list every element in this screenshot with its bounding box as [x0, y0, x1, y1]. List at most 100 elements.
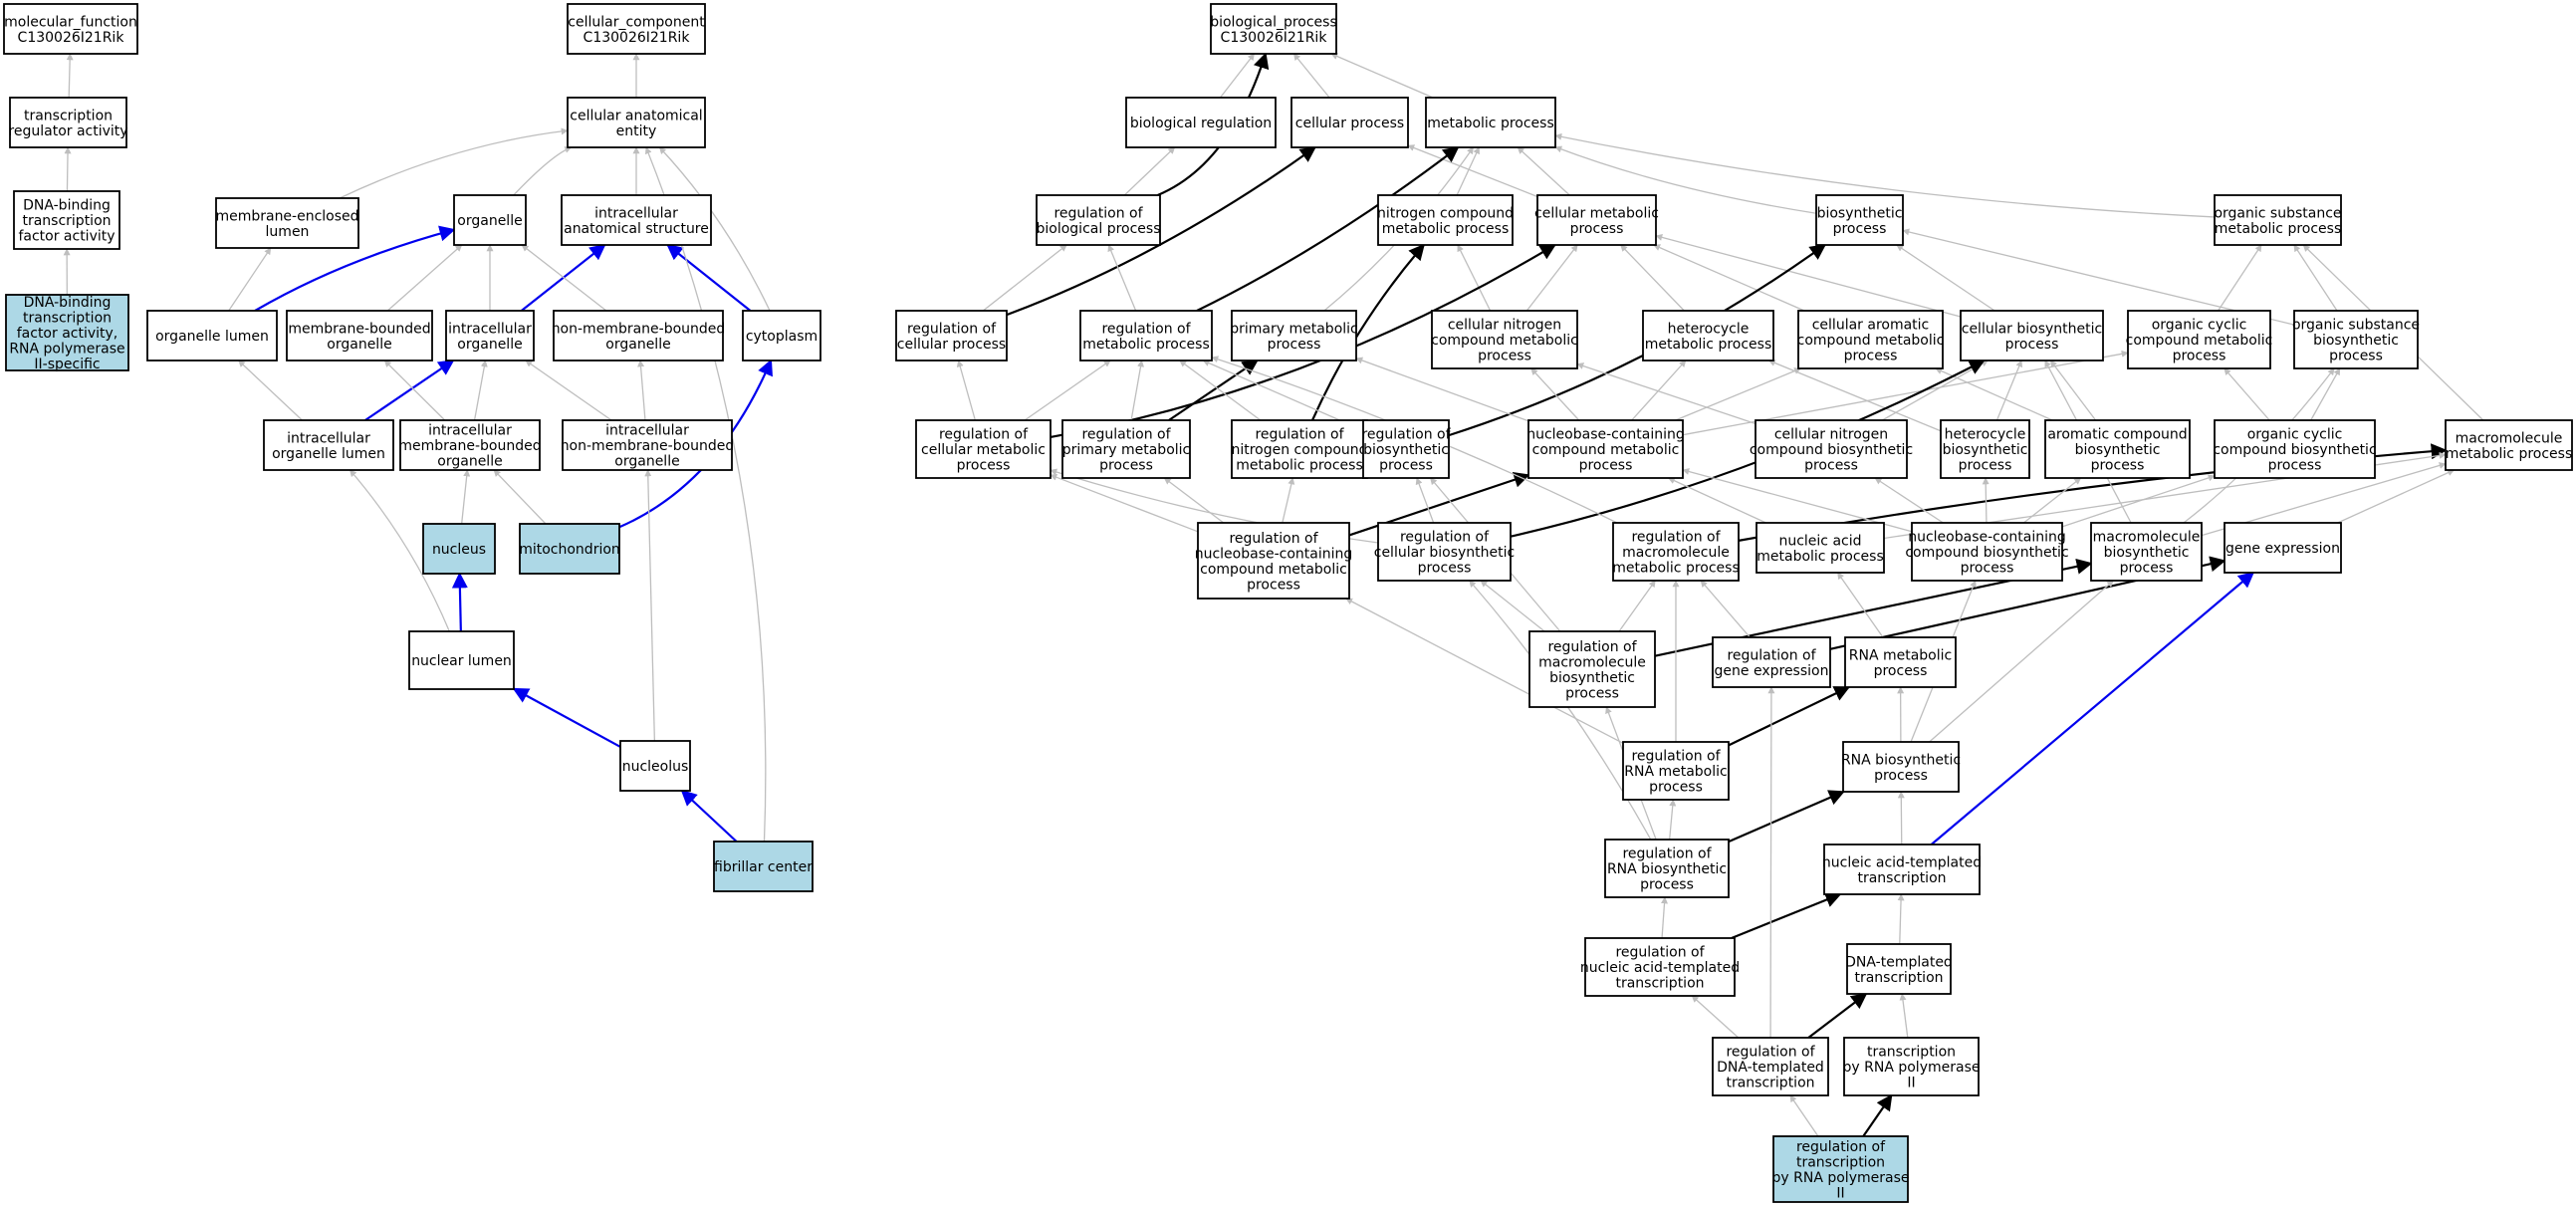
- node-label-line: transcription: [23, 311, 112, 327]
- edge-line: [1554, 132, 2216, 218]
- node-box: [2445, 419, 2573, 471]
- edge-line: [2061, 474, 2216, 528]
- node-label-line: regulation of: [1229, 531, 1318, 547]
- node-label-line: macromolecule: [1538, 654, 1646, 670]
- edge-cncmp-to-ncmp: [1457, 244, 1492, 312]
- node-box: [453, 194, 527, 246]
- node-box: [3, 3, 138, 55]
- node-label-line: cellular process: [1295, 116, 1404, 131]
- node-box: [1846, 943, 1952, 995]
- edge-rmp-to-rbp: [1107, 244, 1137, 312]
- node-label-line: metabolic process: [1082, 337, 1210, 353]
- edge-line: [1107, 244, 1137, 312]
- node-label-line: heterocycle: [1945, 427, 2026, 443]
- edge-line: [658, 146, 771, 312]
- edge-line: [1457, 244, 1492, 312]
- node-label-line: regulation of: [1615, 945, 1705, 961]
- edge-line: [1123, 146, 1176, 196]
- edge-line: [666, 244, 752, 312]
- node-nucleolus: nucleolus: [619, 740, 691, 792]
- edge-line: [1982, 477, 1990, 524]
- edge-line: [1929, 580, 2114, 743]
- node-label-line: cytoplasm: [746, 329, 818, 345]
- edge-line: [1874, 477, 1944, 524]
- node-label-line: cellular metabolic: [921, 442, 1046, 458]
- node-box: [215, 197, 359, 249]
- node-label-line: transcription: [1796, 1154, 1885, 1170]
- node-box: [2293, 310, 2419, 369]
- edge-rrnabp-to-rnabp: [1728, 790, 1845, 844]
- edge-nl-to-iol: [349, 469, 450, 632]
- edge-cncbp-to-cbp: [1881, 360, 1989, 421]
- node-label-line: membrane-bounded: [288, 321, 430, 337]
- node-label-line: transcription: [1726, 1076, 1814, 1091]
- node-box: [2044, 419, 2191, 479]
- edge-line: [1661, 896, 1668, 939]
- edge-rnatt-to-rrnabp: [1661, 896, 1668, 939]
- node-label-line: nucleobase-containing: [1195, 546, 1353, 562]
- edge-rtrp2-to-rdtt: [1789, 1094, 1819, 1137]
- node-label-line: cellular biosynthetic: [1374, 545, 1515, 561]
- edge-rcmp-to-rcp: [956, 360, 976, 421]
- node-nucleus: nucleus: [422, 523, 496, 575]
- node-box: [561, 194, 712, 246]
- edge-nbccbp-to-nbccmp: [1682, 468, 1913, 533]
- node-label-line: compound metabolic: [1431, 333, 1578, 349]
- node-label-line: nitrogen compound: [1231, 442, 1367, 458]
- edge-trp2-to-dtt: [1899, 993, 1909, 1039]
- edge-line: [2224, 367, 2270, 421]
- edge-line: [2293, 244, 2338, 312]
- node-label-line: nucleolus: [622, 759, 689, 775]
- edge-line: [1179, 360, 1262, 421]
- node-label-line: anatomical structure: [564, 221, 709, 237]
- node-organelle: organelle: [453, 194, 527, 246]
- edge-rdtt-to-rnatt: [1691, 995, 1740, 1039]
- node-label-line: macromolecule: [1622, 545, 1730, 561]
- edge-line: [1196, 146, 1460, 312]
- node-box: [1584, 937, 1736, 997]
- edge-line: [1767, 686, 1775, 1039]
- node-label-line: regulation of: [1054, 205, 1143, 221]
- node-label-line: organelle: [605, 337, 670, 353]
- node-label-line: compound biosynthetic: [2213, 442, 2376, 458]
- node-label-line: biosynthetic: [1943, 442, 2028, 458]
- node-ol: organelle lumen: [146, 310, 278, 362]
- node-label-line: regulation of: [1361, 427, 1451, 443]
- edge-line: [238, 360, 303, 421]
- edge-line: [1995, 360, 2023, 421]
- edge-cbp-to-cmp: [1655, 234, 1962, 318]
- edge-line: [451, 572, 468, 632]
- edge-rnbccmp-to-rncmp: [1282, 477, 1295, 524]
- node-label-line: process: [1804, 458, 1858, 474]
- edge-rtrp2-to-trp2: [1862, 1093, 1893, 1137]
- node-box: [915, 419, 1052, 479]
- node-label-line: process: [1579, 458, 1633, 474]
- node-box: [445, 310, 535, 362]
- node-label-line: compound metabolic: [1200, 562, 1347, 578]
- node-label-line: process: [1418, 561, 1472, 577]
- node-label-line: by RNA polymerase: [1772, 1170, 1910, 1186]
- node-fc: fibrillar center: [713, 841, 814, 892]
- node-label-line: regulation of: [1547, 639, 1637, 655]
- node-label-line: membrane-enclosed: [215, 208, 358, 224]
- edge-line: [1682, 468, 1913, 533]
- node-box: [895, 310, 1008, 362]
- edge-line: [1807, 993, 1868, 1039]
- edge-line: [956, 360, 976, 421]
- edge-rncmp-to-rmp: [1179, 360, 1262, 421]
- edge-nucleolus-to-nl: [512, 687, 621, 748]
- node-label-line: regulation of: [1727, 647, 1816, 663]
